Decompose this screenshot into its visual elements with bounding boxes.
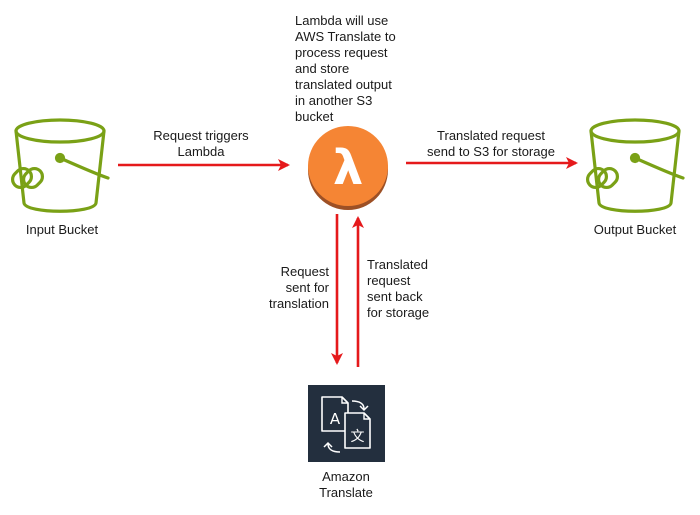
svg-text:A: A <box>330 410 341 428</box>
translate-label-line2: Translate <box>319 485 373 500</box>
lambda-note-line: process request <box>295 45 388 60</box>
edge-label-line: sent back <box>367 289 423 304</box>
translate-label-line1: Amazon <box>322 469 370 484</box>
input-bucket-label: Input Bucket <box>25 222 99 237</box>
edge-label-line: translation <box>269 296 329 311</box>
edge-label-input-to-lambda: Request triggers Lambda <box>136 128 266 160</box>
translate-label: Amazon Translate <box>296 469 396 501</box>
lambda-note-line: in another S3 <box>295 93 373 108</box>
lambda-note-line: bucket <box>295 109 334 124</box>
edge-label-line: send to S3 for storage <box>427 144 555 159</box>
lambda-note-line: and store <box>295 61 350 76</box>
edge-label-line: Lambda <box>177 144 225 159</box>
lambda-note-line: translated output <box>295 77 392 92</box>
lambda-note: Lambda will use AWS Translate to process… <box>295 13 425 125</box>
edge-label-translate-to-lambda: Translated request sent back for storage <box>367 257 467 321</box>
edge-label-line: Request <box>280 264 329 279</box>
svg-text:文: 文 <box>351 429 365 445</box>
lambda-icon: λ <box>308 126 388 210</box>
edge-label-line: for storage <box>367 305 430 320</box>
edge-label-line: request <box>367 273 411 288</box>
edge-label-line: Request triggers <box>153 128 249 143</box>
svg-text:λ: λ <box>333 140 363 196</box>
edge-label-line: Translated <box>367 257 428 272</box>
edge-label-lambda-to-translate: Request sent for translation <box>248 264 329 312</box>
translate-icon: A 文 <box>308 385 385 462</box>
output-bucket-label: Output Bucket <box>593 222 677 237</box>
edge-label-line: sent for <box>285 280 329 295</box>
output-bucket-icon <box>585 118 685 213</box>
edge-label-line: Translated request <box>437 128 545 143</box>
lambda-note-line: AWS Translate to <box>295 29 396 44</box>
lambda-note-line: Lambda will use <box>295 13 389 28</box>
input-bucket-icon <box>10 118 110 213</box>
edge-label-lambda-to-output: Translated request send to S3 for storag… <box>406 128 576 160</box>
